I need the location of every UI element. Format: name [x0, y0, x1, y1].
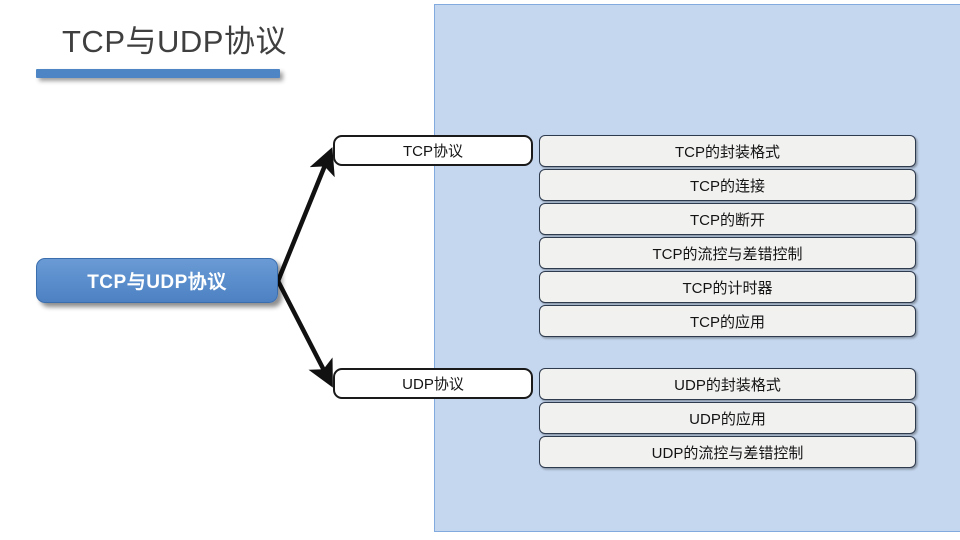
- leaf-label: TCP的断开: [689, 211, 765, 229]
- leaf-label: TCP的计时器: [682, 279, 773, 297]
- leaf-box-tcp-1[interactable]: TCP的封装格式: [539, 135, 916, 167]
- leaf-box-tcp-3[interactable]: TCP的断开: [539, 203, 916, 235]
- leaf-label: UDP的应用: [689, 410, 766, 428]
- leaf-label: TCP的应用: [689, 313, 765, 331]
- connector-root-to-udp: [275, 279, 333, 388]
- branch-node-tcp-label: TCP协议: [402, 143, 463, 160]
- root-node-label: TCP与UDP协议: [87, 272, 227, 293]
- leaf-label: UDP的流控与差错控制: [651, 444, 804, 462]
- branch-node-tcp[interactable]: TCP协议: [333, 135, 533, 166]
- branch-node-udp-label: UDP协议: [402, 376, 464, 393]
- leaf-box-tcp-2[interactable]: TCP的连接: [539, 169, 916, 201]
- branch-node-udp[interactable]: UDP协议: [333, 368, 533, 399]
- leaf-box-tcp-5[interactable]: TCP的计时器: [539, 271, 916, 303]
- title-underline-bar: [36, 69, 280, 78]
- leaf-label: TCP的连接: [689, 177, 765, 195]
- leaf-label: UDP的封装格式: [674, 376, 781, 394]
- leaf-box-udp-2[interactable]: UDP的应用: [539, 402, 916, 434]
- root-node[interactable]: TCP与UDP协议: [36, 258, 278, 303]
- leaf-box-tcp-6[interactable]: TCP的应用: [539, 305, 916, 337]
- leaf-box-udp-3[interactable]: UDP的流控与差错控制: [539, 436, 916, 468]
- connector-root-to-tcp: [275, 147, 335, 282]
- leaf-label: TCP的流控与差错控制: [652, 245, 803, 263]
- leaf-label: TCP的封装格式: [674, 143, 780, 161]
- leaf-box-udp-1[interactable]: UDP的封装格式: [539, 368, 916, 400]
- leaf-box-tcp-4[interactable]: TCP的流控与差错控制: [539, 237, 916, 269]
- page-title: TCP与UDP协议: [62, 24, 287, 59]
